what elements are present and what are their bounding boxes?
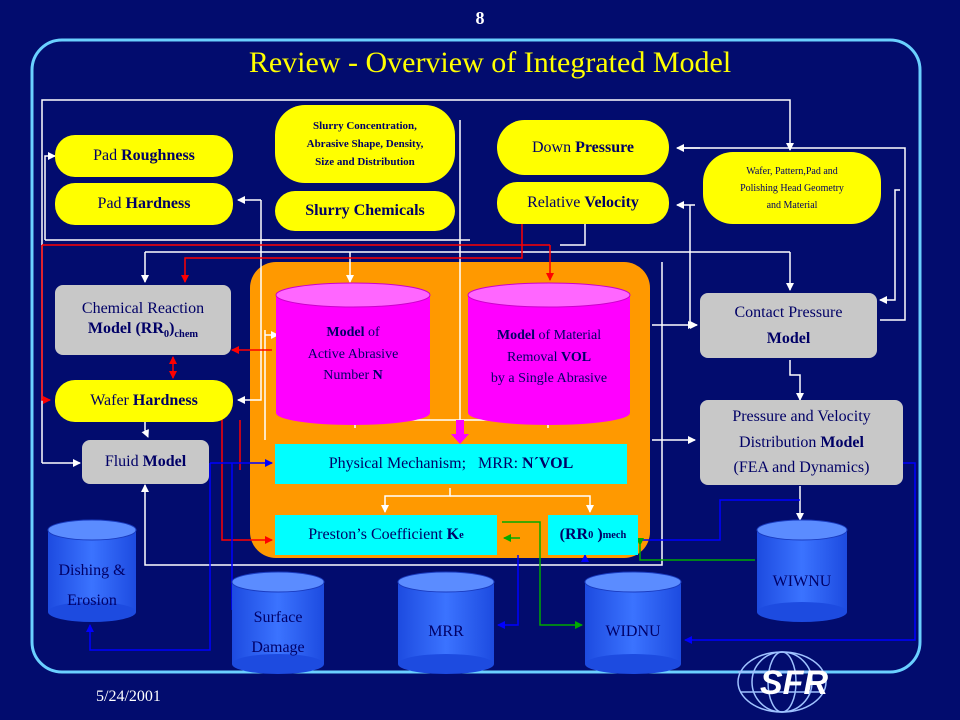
active-abrasive-line3: Number N (278, 365, 428, 387)
active-abrasive-line1-end: of (364, 325, 380, 340)
slide-title: Review - Overview of Integrated Model (248, 46, 732, 79)
cylinder-material-removal (467, 282, 631, 425)
rr-mech-bold: (RR (559, 526, 589, 543)
chemical-reaction-sub2: chem (174, 329, 199, 341)
down-pressure-box: Down Pressure (497, 120, 669, 175)
relative-velocity-prefix: Relative (527, 194, 585, 211)
cylinder-active-abrasive (275, 282, 431, 425)
pressure-velocity-line1: Pressure and Velocity (732, 408, 871, 426)
chemical-reaction-box: Chemical Reaction Model (RR0)chem (55, 285, 231, 355)
down-pressure-prefix: Down (531, 138, 576, 156)
active-abrasive-label: Model of Active Abrasive Number N (278, 322, 428, 387)
cylinder-widnu (584, 571, 682, 674)
contact-pressure-line2: Model (766, 329, 811, 347)
physical-mechanism-box: Physical Mechanism; MRR: N´VOL (275, 444, 627, 484)
chemical-reaction-line2: Model (RR0)chem (88, 319, 198, 341)
material-removal-line2-bold: VOL (560, 349, 592, 365)
pad-hardness-prefix: Pad (97, 195, 126, 212)
slurry-chemicals-box: Slurry Chemicals (275, 191, 455, 231)
fluid-model-box: Fluid Model (82, 440, 209, 484)
slurry-concentration-line1: Slurry Concentration, (313, 119, 417, 132)
dishing-line2: Erosion (67, 592, 117, 610)
relative-velocity-bold: Velocity (584, 194, 639, 211)
sfr-logo-icon (737, 651, 827, 713)
cylinder-wiwnu (756, 519, 848, 622)
wiwnu-label: WIWNU (772, 573, 832, 590)
physical-mechanism-bold: N´VOL (522, 455, 574, 472)
slide-number: 8 (475, 8, 485, 28)
material-removal-line1-bold: Model (496, 328, 535, 343)
cylinder-dishing (47, 519, 137, 622)
material-removal-line2-prefix: Removal (506, 349, 561, 365)
slurry-chemicals-label: Slurry Chemicals (305, 202, 425, 219)
rr-mech-end: ) (593, 526, 603, 543)
material-removal-line1-end: of Material (535, 328, 602, 343)
dishing-label: Dishing & Erosion (40, 556, 144, 617)
wafer-hardness-prefix: Wafer (90, 392, 133, 409)
physical-mechanism-prefix: Physical Mechanism; MRR: (328, 455, 523, 472)
pressure-velocity-line2: Distribution Model (739, 430, 864, 456)
material-removal-line2: Removal VOL (468, 347, 630, 369)
contact-pressure-box: Contact Pressure Model (700, 293, 877, 358)
pressure-velocity-box: Pressure and Velocity Distribution Model… (700, 400, 903, 485)
wafer-hardness-bold: Hardness (132, 392, 198, 409)
cylinder-mrr (397, 571, 495, 674)
material-removal-line3: by a Single Abrasive (490, 371, 608, 387)
surface-damage-line1: Surface (253, 609, 303, 626)
pad-hardness-bold: Hardness (125, 195, 191, 212)
active-abrasive-line3-bold: N (372, 368, 383, 384)
chemical-reaction-sub: 0 (163, 329, 170, 341)
widnu-label: WIDNU (605, 623, 661, 640)
pressure-velocity-line3: (FEA and Dynamics) (733, 459, 870, 477)
fluid-model-bold: Model (142, 453, 187, 470)
contact-pressure-line1: Contact Pressure (734, 303, 843, 321)
wafer-geometry-line2: Polishing Head Geometry (740, 182, 844, 194)
chemical-reaction-line1: Chemical Reaction (81, 299, 205, 317)
relative-velocity-box: Relative Velocity (497, 182, 669, 224)
wafer-geometry-line3: and Material (766, 199, 818, 211)
dishing-line1: Dishing & (58, 562, 126, 579)
slurry-concentration-line3: Size and Distribution (315, 156, 415, 169)
active-abrasive-line2: Active Abrasive (307, 346, 399, 362)
pad-hardness-box: Pad Hardness (55, 183, 233, 225)
pressure-velocity-line2-prefix: Distribution (739, 433, 821, 451)
active-abrasive-line3-prefix: Number (323, 368, 373, 384)
wafer-geometry-line1: Wafer, Pattern,Pad and (746, 165, 838, 177)
logo-text: SFR (760, 664, 828, 702)
rr-mech-sub2: mech (602, 529, 627, 541)
rr-mech-sub: 0 (588, 529, 594, 541)
mrr-label: MRR (428, 623, 464, 640)
slide-date: 5/24/2001 (96, 688, 161, 705)
chemical-reaction-end: ) (169, 319, 175, 337)
slurry-concentration-box: Slurry Concentration, Abrasive Shape, De… (275, 105, 455, 183)
cylinder-surface-damage (231, 571, 325, 674)
material-removal-line1: Model of Material (468, 325, 630, 347)
chemical-reaction-model: Model (RR (87, 319, 164, 337)
pad-roughness-prefix: Pad (93, 147, 122, 164)
active-abrasive-line1-bold: Model (326, 325, 365, 340)
fluid-model-prefix: Fluid (104, 453, 143, 470)
pad-roughness-bold: Roughness (121, 147, 195, 164)
prestons-coefficient-prefix: Preston’s Coefficient (308, 526, 447, 543)
down-pressure-bold: Pressure (575, 138, 635, 156)
pad-roughness-box: Pad Roughness (55, 135, 233, 177)
slurry-concentration-line2: Abrasive Shape, Density, (306, 137, 424, 150)
pressure-velocity-line2-bold: Model (820, 433, 864, 451)
wafer-geometry-box: Wafer, Pattern,Pad and Polishing Head Ge… (703, 152, 881, 224)
surface-damage-label: Surface Damage (232, 603, 324, 664)
outer-frame (30, 38, 922, 674)
prestons-coefficient-bold: K (446, 526, 460, 543)
active-abrasive-line1: Model of (278, 322, 428, 344)
wafer-hardness-box: Wafer Hardness (55, 380, 233, 422)
surface-damage-line2: Damage (251, 639, 305, 657)
prestons-coefficient-sub: e (459, 529, 464, 541)
material-removal-label: Model of Material Removal VOL by a Singl… (468, 325, 630, 390)
